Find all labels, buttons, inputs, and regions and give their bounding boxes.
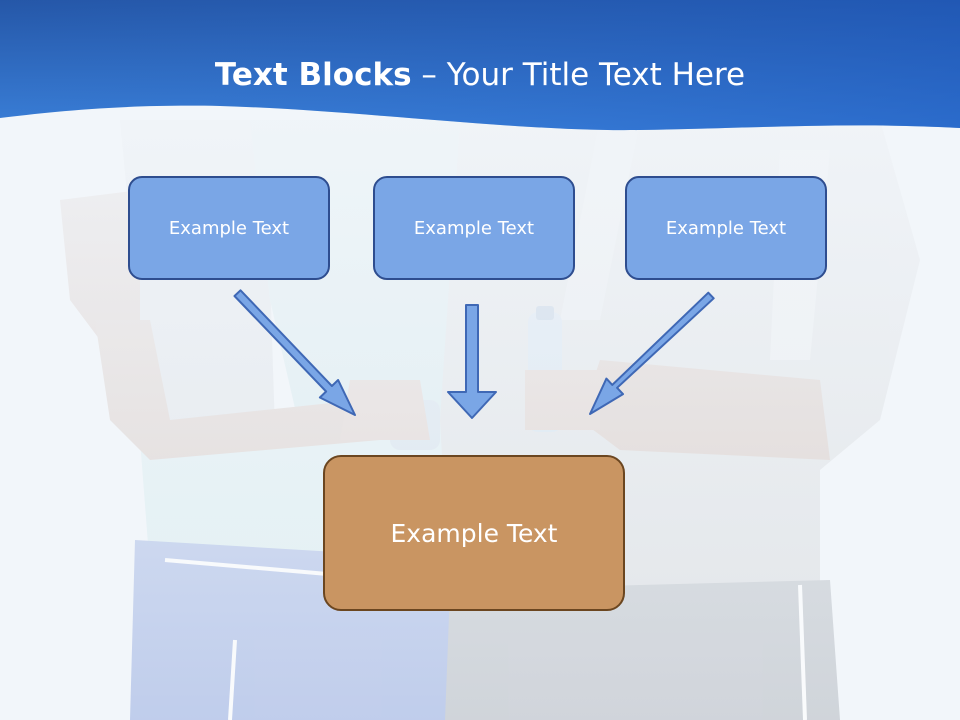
text-block-left[interactable]: Example Text [128, 176, 330, 280]
text-block-label: Example Text [390, 518, 558, 548]
title-dash: – [411, 57, 447, 93]
title-rest: Your Title Text Here [446, 57, 746, 93]
arrow-left-to-bottom [233, 289, 356, 416]
text-block-right[interactable]: Example Text [625, 176, 827, 280]
text-block-label: Example Text [168, 217, 290, 239]
text-block-center[interactable]: Example Text [373, 176, 575, 280]
text-block-label: Example Text [665, 217, 787, 239]
arrow-center-to-bottom [447, 304, 497, 419]
title-bold: Text Blocks [214, 57, 412, 93]
arrow-right-to-bottom [589, 291, 715, 415]
text-block-label: Example Text [413, 217, 535, 239]
text-block-bottom[interactable]: Example Text [323, 455, 625, 611]
slide-title: Text Blocks – Your Title Text Here [0, 54, 960, 96]
